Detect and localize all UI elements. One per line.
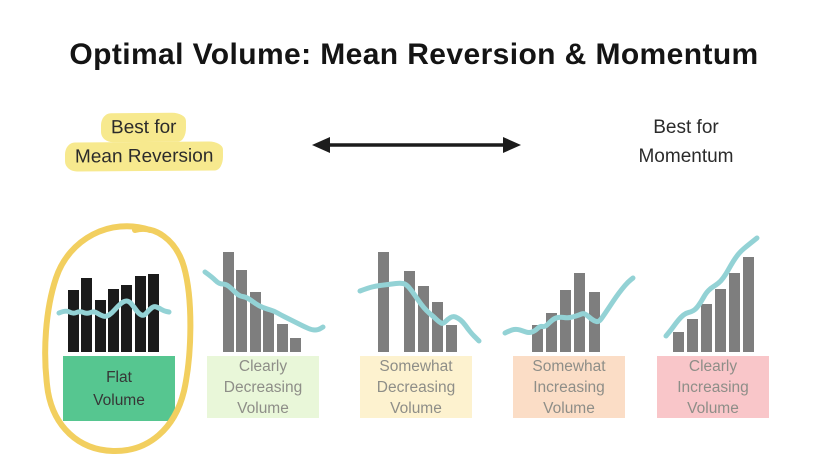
volume-chart-somewhat-decreasing-volume bbox=[357, 252, 482, 352]
label-line: Volume bbox=[543, 399, 595, 417]
label-line: Mean Reversion bbox=[34, 141, 254, 172]
arrowhead-right bbox=[503, 137, 521, 153]
label-line: Somewhat bbox=[532, 357, 606, 375]
price-trend-line bbox=[502, 275, 636, 336]
best-for-momentum-label: Best for Momentum bbox=[576, 113, 796, 171]
volume-bar bbox=[223, 252, 234, 352]
volume-bar bbox=[135, 276, 146, 352]
label-line: Clearly bbox=[238, 357, 288, 375]
volume-bar bbox=[589, 292, 600, 352]
volume-bar bbox=[687, 319, 698, 352]
label-line: Flat bbox=[106, 368, 132, 386]
label-line: Increasing bbox=[677, 378, 749, 396]
price-trend-line bbox=[56, 298, 172, 319]
label-line: Decreasing bbox=[376, 378, 456, 396]
highlight-mark: Mean Reversion bbox=[64, 141, 224, 172]
volume-chart-somewhat-increasing-volume bbox=[502, 273, 636, 352]
volume-bar bbox=[743, 257, 754, 352]
volume-bar bbox=[378, 252, 389, 352]
volume-bar bbox=[263, 309, 274, 352]
volume-bar bbox=[546, 313, 557, 352]
label-line: Volume bbox=[93, 391, 145, 409]
label-line: Volume bbox=[237, 399, 289, 417]
volume-bar bbox=[95, 300, 106, 352]
volume-chart-clearly-decreasing-volume bbox=[202, 252, 326, 352]
volume-bar bbox=[108, 289, 119, 352]
volume-bar bbox=[81, 278, 92, 352]
label-line: Best for bbox=[34, 112, 254, 143]
label-line: Momentum bbox=[638, 146, 734, 167]
volume-bar bbox=[290, 338, 301, 352]
arrowhead-left bbox=[312, 137, 330, 153]
price-trend-line bbox=[202, 269, 326, 333]
volume-bar bbox=[729, 273, 740, 352]
best-for-mean-reversion-label: Best for Mean Reversion bbox=[34, 112, 254, 172]
volume-chart-flat-volume bbox=[56, 274, 172, 352]
label-line: Best for bbox=[653, 117, 719, 138]
volume-bar bbox=[673, 332, 684, 352]
volume-bar bbox=[715, 289, 726, 352]
volume-bar bbox=[560, 290, 571, 352]
volume-bar bbox=[446, 325, 457, 352]
volume-bar bbox=[574, 273, 585, 352]
volume-bar bbox=[236, 270, 247, 352]
volume-chart-clearly-increasing-volume bbox=[663, 235, 760, 352]
label-line: Somewhat bbox=[379, 357, 453, 375]
label-line: Increasing bbox=[533, 378, 605, 396]
volume-bar bbox=[121, 285, 132, 352]
volume-bar bbox=[432, 302, 443, 352]
mini-charts-row bbox=[56, 235, 760, 352]
volume-bar bbox=[148, 274, 159, 352]
volume-bar bbox=[532, 325, 543, 352]
price-trend-line bbox=[357, 280, 482, 344]
double-headed-arrow-icon bbox=[312, 137, 521, 153]
volume-bar bbox=[68, 290, 79, 352]
volume-bar bbox=[250, 292, 261, 352]
label-line: Decreasing bbox=[223, 378, 303, 396]
slide-title: Optimal Volume: Mean Reversion & Momentu… bbox=[69, 38, 759, 71]
volume-bar bbox=[701, 304, 712, 352]
volume-bar bbox=[404, 271, 415, 352]
volume-bar bbox=[418, 286, 429, 352]
label-line: Volume bbox=[390, 399, 442, 417]
price-trend-line bbox=[663, 235, 760, 339]
label-line: Clearly bbox=[688, 357, 738, 375]
highlight-mark: Best for bbox=[101, 112, 187, 143]
volume-bar bbox=[277, 324, 288, 352]
label-line: Volume bbox=[687, 399, 739, 417]
